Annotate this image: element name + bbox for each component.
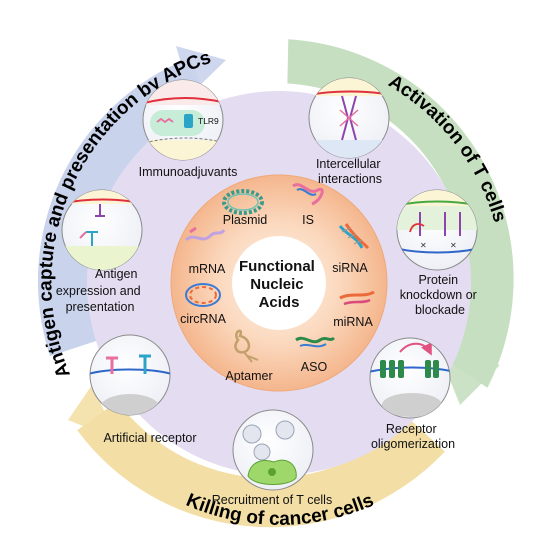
mrna-icon	[184, 226, 226, 242]
label-receptor-olig-line-2: oligomerization	[371, 437, 455, 451]
mirna-icon	[339, 290, 375, 306]
label-sirna: siRNA	[332, 261, 368, 275]
label-intercellular: Intercellular interactions	[316, 157, 384, 186]
svg-text:✕: ✕	[450, 241, 457, 250]
circrna-icon	[185, 283, 221, 307]
aso-icon	[295, 336, 336, 348]
aptamer-icon	[234, 329, 259, 363]
label-antigen-line-2: expression and	[56, 284, 141, 298]
label-aso: ASO	[301, 360, 328, 374]
bubble-artificial-receptor	[89, 334, 171, 416]
plasmid-icon	[222, 189, 264, 215]
label-protein-line-3: blockade	[415, 303, 465, 317]
label-recruitment-line-1: Recruitment of T cells	[212, 493, 332, 507]
bubble-protein: ✕ ✕	[396, 189, 478, 271]
label-aptamer: Aptamer	[225, 369, 272, 383]
bubble-recruitment	[232, 409, 314, 491]
label-protein: Protein knockdown or blockade	[400, 273, 481, 317]
label-plasmid: Plasmid	[223, 213, 268, 227]
label-antigen-expression: Antigen expression and presentation	[56, 267, 144, 314]
core-title-line-1: Functional	[239, 258, 315, 275]
label-receptor-oligomerization: Receptor oligomerization	[371, 422, 455, 451]
label-artificial-receptor: Artificial receptor	[103, 431, 196, 445]
label-artificial-line-1: Artificial receptor	[103, 431, 196, 445]
core-title: Functional Nucleic Acids	[239, 258, 319, 311]
core-title-line-3: Acids	[259, 294, 300, 311]
svg-text:✕: ✕	[420, 241, 427, 250]
tlr9-tag: TLR9	[198, 116, 219, 126]
label-mirna: miRNA	[333, 315, 373, 329]
label-mrna: mRNA	[189, 262, 226, 276]
bubble-receptor-oligomerization	[369, 337, 451, 419]
label-immunoadjuvants: Immunoadjuvants	[139, 165, 238, 179]
label-antigen-line-1: Antigen	[95, 267, 137, 281]
label-circrna: circRNA	[180, 312, 226, 326]
label-recruitment: Recruitment of T cells	[212, 493, 332, 507]
bubble-antigen-expression	[61, 189, 143, 271]
core-title-line-2: Nucleic	[250, 276, 303, 293]
label-intercellular-line-2: interactions	[318, 172, 382, 186]
label-is: IS	[302, 213, 314, 227]
label-immunoadjuvants-line-1: Immunoadjuvants	[139, 165, 238, 179]
label-protein-line-1: Protein	[418, 273, 458, 287]
sirna-icon	[338, 223, 370, 250]
label-receptor-olig-line-1: Receptor	[386, 422, 437, 436]
core-title-circle	[232, 236, 326, 330]
is-icon	[292, 183, 324, 206]
label-antigen-line-3: presentation	[66, 300, 135, 314]
label-protein-line-2: knockdown or	[400, 288, 477, 302]
label-intercellular-line-1: Intercellular	[316, 157, 381, 171]
